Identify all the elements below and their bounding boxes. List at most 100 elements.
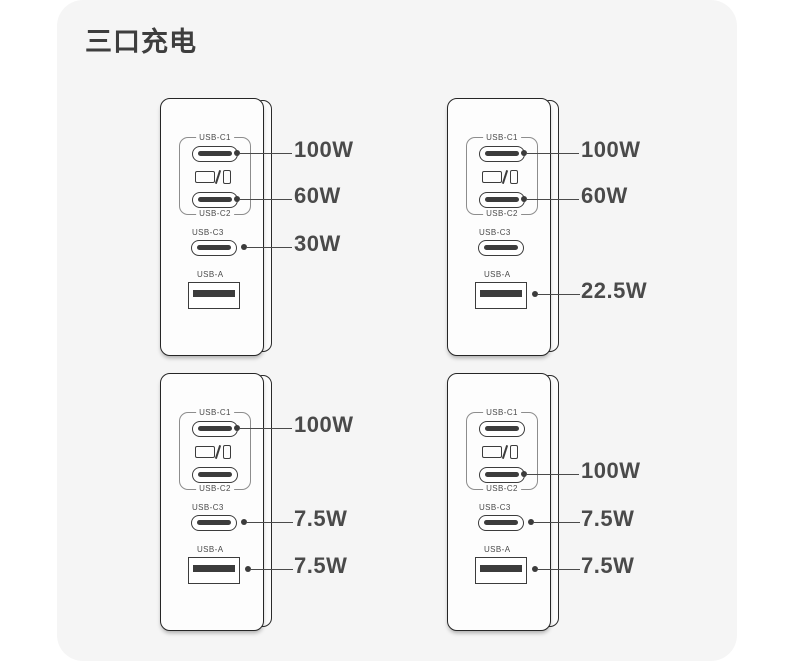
- callout-dot: [234, 150, 240, 156]
- usb-c2-label: USB-C2: [483, 485, 521, 493]
- port-usb-a[interactable]: [475, 557, 527, 584]
- callout-dot: [528, 519, 534, 525]
- port-usb-c2[interactable]: [479, 192, 525, 208]
- callout-value-usb-c3: 30W: [294, 231, 341, 256]
- callout-dot: [521, 196, 527, 202]
- laptop-icon: [195, 171, 215, 183]
- port-usb-c2[interactable]: [192, 192, 238, 208]
- port-usb-c2[interactable]: [479, 467, 525, 483]
- usb-c3-label: USB-C3: [479, 503, 511, 512]
- usb-c3-label: USB-C3: [192, 503, 224, 512]
- device-front-face: USB-C1 USB-C2 USB-C3 USB-A: [160, 373, 264, 631]
- charger-device: USB-C1 USB-C2 USB-C3 USB-A: [160, 373, 272, 631]
- laptop-icon: [195, 446, 215, 458]
- callout-value-usb-a: 7.5W: [581, 553, 635, 578]
- phone-icon: [510, 170, 518, 184]
- laptop-icon: [482, 446, 502, 458]
- device-front-face: USB-C1 USB-C2 USB-C3 USB-A: [447, 98, 551, 356]
- port-usb-a[interactable]: [475, 282, 527, 309]
- usb-c1-label: USB-C1: [196, 134, 234, 142]
- callout-dot: [241, 244, 247, 250]
- callout-dot: [241, 519, 247, 525]
- callout-dot: [532, 291, 538, 297]
- port-usb-c3[interactable]: [191, 240, 237, 256]
- callout-dot: [521, 471, 527, 477]
- usb-a-label: USB-A: [197, 270, 224, 279]
- phone-icon: [510, 445, 518, 459]
- charger-device: USB-C1 USB-C2 USB-C3 USB-A: [447, 98, 559, 356]
- callout-value-usb-c1: 100W: [294, 412, 354, 437]
- usb-c1-label: USB-C1: [483, 134, 521, 142]
- callout-value-usb-c1: 100W: [581, 137, 641, 162]
- device-front-face: USB-C1 USB-C2 USB-C3 USB-A: [447, 373, 551, 631]
- callout-line: [240, 427, 292, 430]
- laptop-phone-icon: [195, 170, 235, 184]
- usb-c2-label: USB-C2: [483, 210, 521, 218]
- usb-c3-label: USB-C3: [192, 228, 224, 237]
- callout-line: [538, 568, 580, 571]
- usb-c-group-box: USB-C1 USB-C2: [179, 134, 251, 218]
- device-front-face: USB-C1 USB-C2 USB-C3 USB-A: [160, 98, 264, 356]
- port-usb-c3[interactable]: [478, 515, 524, 531]
- panel-three-port-mode-4: USB-C1 USB-C2 USB-C3 USB-A: [447, 373, 777, 653]
- charger-device: USB-C1 USB-C2 USB-C3 USB-A: [160, 98, 272, 356]
- port-usb-c1[interactable]: [479, 146, 525, 162]
- port-usb-c1[interactable]: [192, 421, 238, 437]
- usb-c2-label: USB-C2: [196, 485, 234, 493]
- usb-c-group-box: USB-C1 USB-C2: [466, 409, 538, 493]
- callout-value-usb-c1: 100W: [294, 137, 354, 162]
- panel-three-port-mode-1: USB-C1 USB-C2 USB-C3 USB-A: [160, 98, 490, 378]
- callout-line: [534, 521, 580, 524]
- port-usb-c1[interactable]: [192, 146, 238, 162]
- callout-dot: [521, 150, 527, 156]
- callout-dot: [532, 566, 538, 572]
- slash-icon: [214, 445, 222, 459]
- phone-icon: [223, 445, 231, 459]
- port-usb-a[interactable]: [188, 282, 240, 309]
- callout-value-usb-c2: 60W: [294, 183, 341, 208]
- callout-line: [538, 293, 580, 296]
- slash-icon: [501, 170, 509, 184]
- callout-line: [251, 568, 293, 571]
- usb-a-label: USB-A: [484, 545, 511, 554]
- usb-a-label: USB-A: [197, 545, 224, 554]
- callout-line: [527, 198, 579, 201]
- callout-line: [527, 473, 579, 476]
- port-usb-c3[interactable]: [191, 515, 237, 531]
- callout-value-usb-a: 7.5W: [294, 553, 348, 578]
- callout-line: [240, 152, 292, 155]
- callout-line: [247, 521, 293, 524]
- usb-c3-label: USB-C3: [479, 228, 511, 237]
- callout-line: [240, 198, 292, 201]
- slash-icon: [214, 170, 222, 184]
- usb-c1-label: USB-C1: [196, 409, 234, 417]
- slash-icon: [501, 445, 509, 459]
- phone-icon: [223, 170, 231, 184]
- port-usb-c1[interactable]: [479, 421, 525, 437]
- usb-c1-label: USB-C1: [483, 409, 521, 417]
- panel-three-port-mode-3: USB-C1 USB-C2 USB-C3 USB-A: [160, 373, 490, 653]
- callout-value-usb-c2: 60W: [581, 183, 628, 208]
- port-usb-c3[interactable]: [478, 240, 524, 256]
- usb-a-label: USB-A: [484, 270, 511, 279]
- usb-c2-label: USB-C2: [196, 210, 234, 218]
- callout-dot: [234, 425, 240, 431]
- laptop-phone-icon: [482, 445, 522, 459]
- callout-value-usb-c3: 7.5W: [294, 506, 348, 531]
- port-usb-a[interactable]: [188, 557, 240, 584]
- callout-dot: [245, 566, 251, 572]
- usb-c-group-box: USB-C1 USB-C2: [466, 134, 538, 218]
- callout-line: [527, 152, 579, 155]
- usb-c-group-box: USB-C1 USB-C2: [179, 409, 251, 493]
- callout-value-usb-a: 22.5W: [581, 278, 648, 303]
- laptop-phone-icon: [195, 445, 235, 459]
- callout-value-usb-c2: 100W: [581, 458, 641, 483]
- callout-line: [247, 246, 292, 249]
- panel-three-port-mode-2: USB-C1 USB-C2 USB-C3 USB-A: [447, 98, 777, 378]
- port-usb-c2[interactable]: [192, 467, 238, 483]
- laptop-icon: [482, 171, 502, 183]
- laptop-phone-icon: [482, 170, 522, 184]
- callout-dot: [234, 196, 240, 202]
- callout-value-usb-c3: 7.5W: [581, 506, 635, 531]
